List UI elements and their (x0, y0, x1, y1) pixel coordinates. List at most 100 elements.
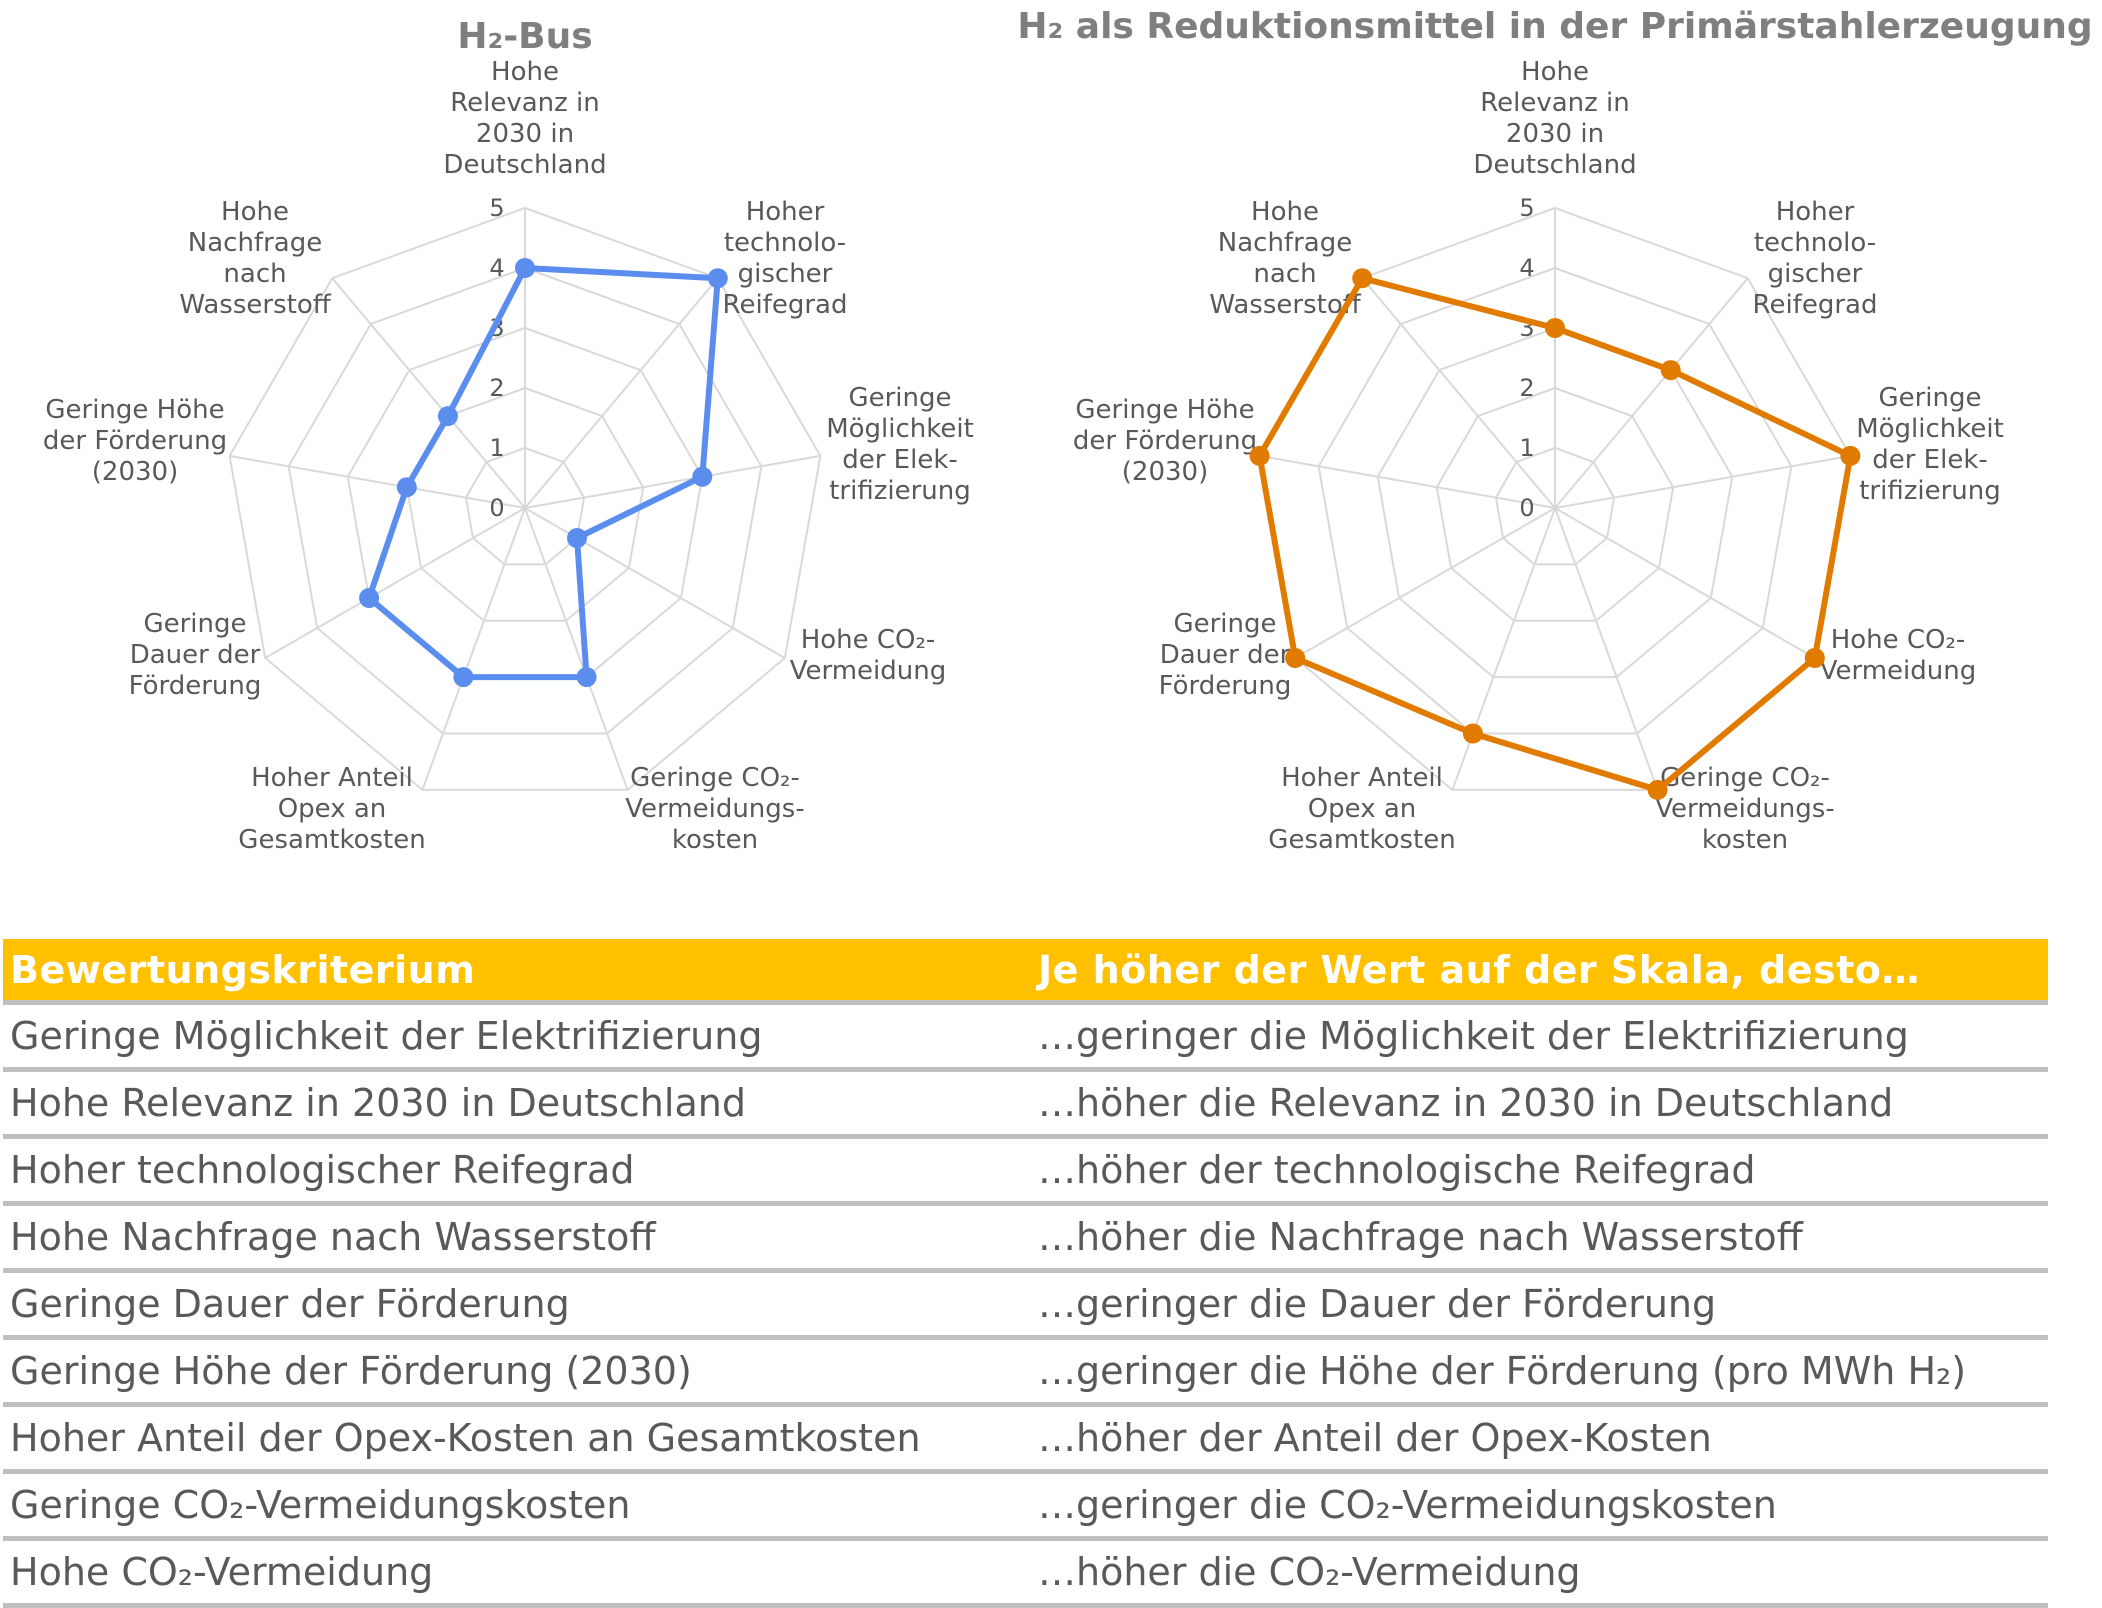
row-criterion: Geringe Dauer der Förderung (10, 1282, 570, 1326)
tick-label: 0 (1519, 494, 1534, 522)
grid-spoke (524, 454, 821, 509)
data-point (396, 477, 417, 498)
grid-spoke (264, 507, 526, 659)
grid-ring (1376, 326, 1734, 679)
row-criterion: Hohe CO₂-Vermeidung (10, 1550, 434, 1594)
chart-title: H₂ als Reduktionsmittel in der Primärsta… (1017, 6, 2092, 47)
data-point (437, 406, 458, 427)
row-meaning: …höher die CO₂-Vermeidung (1038, 1550, 1581, 1594)
radar-chart-2: H₂ als Reduktionsmittel in der Primärsta… (1017, 6, 2092, 855)
grid-ring (1494, 446, 1616, 566)
grid-spoke (524, 507, 629, 791)
table-row: Geringe Dauer der Förderung …geringer di… (3, 1273, 2048, 1340)
table-row: Hoher Anteil der Opex-Kosten an Gesamtko… (3, 1407, 2048, 1474)
header-criterion: Bewertungskriterium (10, 947, 476, 992)
grid-spoke (421, 507, 526, 791)
axis-label: Hohe CO₂-Vermeidung (790, 625, 947, 686)
row-criterion: Geringe Höhe der Förderung (2030) (10, 1349, 692, 1393)
grid-spoke (1554, 277, 1749, 509)
grid-spoke (524, 507, 786, 659)
row-meaning: …höher der Anteil der Opex-Kosten (1038, 1416, 1712, 1460)
row-criterion: Hohe Relevanz in 2030 in Deutschland (10, 1081, 746, 1125)
table-row: Hohe CO₂-Vermeidung …höher die CO₂-Verme… (3, 1541, 2048, 1608)
row-criterion: Hohe Nachfrage nach Wasserstoff (10, 1215, 656, 1259)
row-meaning: …geringer die CO₂-Vermeidungskosten (1038, 1483, 1777, 1527)
grid-spoke (331, 277, 526, 509)
data-point (1840, 445, 1861, 466)
data-point (453, 667, 474, 688)
row-meaning: …geringer die Dauer der Förderung (1038, 1282, 1717, 1326)
table-header: Bewertungskriterium Je höher der Wert au… (3, 939, 2048, 1005)
row-meaning: …höher der technologische Reifegrad (1038, 1148, 1756, 1192)
data-point (359, 588, 380, 608)
row-meaning: …höher die Relevanz in 2030 in Deutschla… (1038, 1081, 1894, 1125)
row-meaning: …höher die Nachfrage nach Wasserstoff (1038, 1215, 1803, 1259)
grid-spoke (1554, 507, 1659, 791)
grid-spoke (1554, 507, 1816, 659)
grid-spoke (524, 277, 719, 509)
grid-ring (287, 266, 763, 735)
row-criterion: Geringe Möglichkeit der Elektrifizierung (10, 1014, 763, 1058)
data-point (515, 258, 535, 278)
axis-label: Geringe CO₂-Vermeidungs-kosten (625, 763, 804, 855)
grid-ring (1435, 386, 1675, 622)
data-point (1352, 268, 1373, 289)
grid-spoke (229, 454, 526, 509)
row-criterion: Hoher Anteil der Opex-Kosten an Gesamtko… (10, 1416, 921, 1460)
row-meaning: …geringer die Höhe der Förderung (pro MW… (1038, 1349, 1967, 1393)
grid-spoke (1361, 277, 1556, 509)
grid-spoke (1294, 507, 1556, 659)
table-row: Geringe Höhe der Förderung (2030) …gerin… (3, 1340, 2048, 1407)
table-row: Hohe Nachfrage nach Wasserstoff …höher d… (3, 1206, 2048, 1273)
row-criterion: Hoher technologischer Reifegrad (10, 1148, 635, 1192)
data-point (567, 528, 587, 548)
tick-label: 1 (1519, 434, 1534, 462)
tick-label: 4 (489, 254, 504, 282)
data-point (692, 466, 713, 487)
data-point (1545, 318, 1565, 338)
header-meaning: Je höher der Wert auf der Skala, desto… (1038, 947, 1920, 992)
table-row: Hohe Relevanz in 2030 in Deutschland …hö… (3, 1072, 2048, 1139)
data-point (707, 268, 728, 289)
grid-ring (464, 446, 586, 566)
grid-spoke (1451, 507, 1556, 791)
series-line (366, 265, 721, 681)
grid-ring (1317, 266, 1793, 735)
axis-label: Geringe CO₂-Vermeidungs-kosten (1655, 763, 1834, 855)
data-point (1462, 723, 1483, 744)
table-row: Hoher technologischer Reifegrad …höher d… (3, 1139, 2048, 1206)
data-point (1647, 779, 1668, 800)
grid-spoke (1554, 454, 1851, 509)
series-line (1256, 275, 1854, 793)
criteria-table: Bewertungskriterium Je höher der Wert au… (3, 939, 2048, 1608)
table-row: Geringe Möglichkeit der Elektrifizierung… (3, 1005, 2048, 1072)
table-row: Geringe CO₂-Vermeidungskosten …geringer … (3, 1474, 2048, 1541)
grid-spoke (1259, 454, 1556, 509)
tick-label: 5 (489, 194, 504, 222)
tick-label: 0 (489, 494, 504, 522)
data-point (576, 667, 597, 688)
tick-label: 1 (489, 434, 504, 462)
row-criterion: Geringe CO₂-Vermeidungskosten (10, 1483, 631, 1527)
chart-title: H₂-Bus (457, 16, 592, 57)
grid-ring (228, 206, 822, 791)
data-point (1249, 445, 1270, 466)
data-point (1660, 360, 1681, 381)
tick-label: 4 (1519, 254, 1534, 282)
